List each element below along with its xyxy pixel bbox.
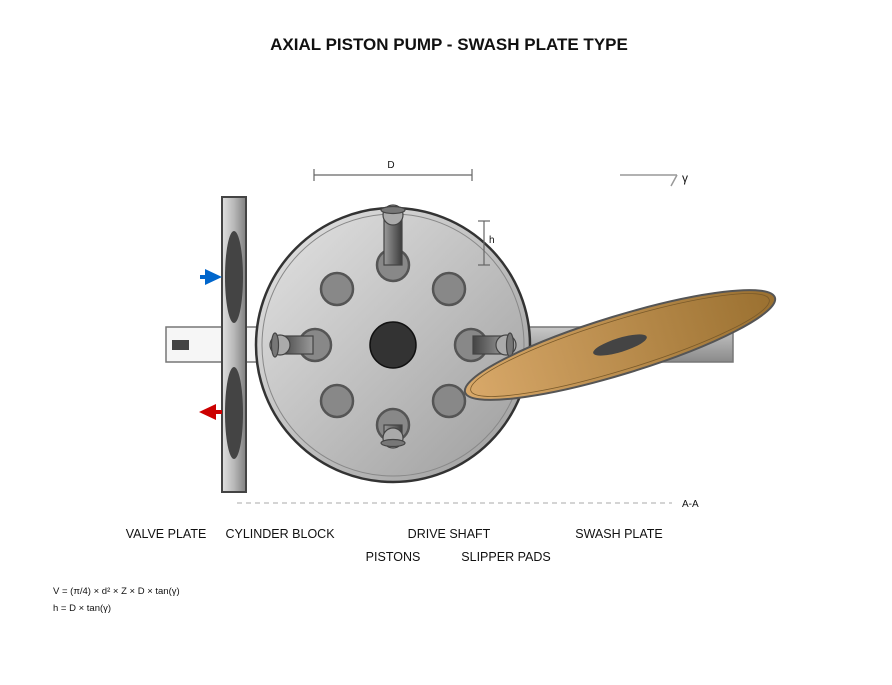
dimension-d bbox=[313, 169, 473, 181]
label-pistons: PISTONS bbox=[366, 550, 421, 564]
piston-top bbox=[380, 204, 406, 266]
shaft-key bbox=[172, 340, 189, 350]
piston-right bbox=[472, 332, 517, 358]
inlet-arrow bbox=[200, 269, 222, 285]
shaft-hub bbox=[369, 321, 417, 369]
inlet-kidney-port bbox=[225, 231, 243, 323]
label-drive-shaft: DRIVE SHAFT bbox=[408, 527, 491, 541]
pistons bbox=[269, 204, 517, 449]
valve-plate bbox=[221, 196, 247, 493]
stroke-formula: h = D × tan(γ) bbox=[53, 603, 112, 614]
dimension-h bbox=[478, 220, 490, 266]
h-label: h bbox=[489, 235, 495, 246]
outlet-arrow bbox=[199, 404, 222, 420]
angle-indicator bbox=[620, 174, 678, 187]
piston-left bbox=[269, 332, 314, 358]
label-valve-plate: VALVE PLATE bbox=[126, 527, 207, 541]
gamma-label: γ bbox=[682, 171, 688, 185]
piston-bottom bbox=[380, 424, 406, 449]
displacement-formula: V = (π/4) × d² × Z × D × tan(γ) bbox=[53, 586, 180, 597]
outlet-kidney-port bbox=[225, 367, 243, 459]
label-cylinder-block: CYLINDER BLOCK bbox=[225, 527, 335, 541]
label-slipper-pads: SLIPPER PADS bbox=[461, 550, 550, 564]
label-swash-plate: SWASH PLATE bbox=[575, 527, 663, 541]
diagram-title: AXIAL PISTON PUMP - SWASH PLATE TYPE bbox=[270, 35, 628, 54]
section-label: A-A bbox=[682, 499, 699, 510]
d-label: D bbox=[387, 160, 394, 171]
swash-slot bbox=[593, 334, 647, 356]
swash-plate bbox=[463, 289, 777, 401]
